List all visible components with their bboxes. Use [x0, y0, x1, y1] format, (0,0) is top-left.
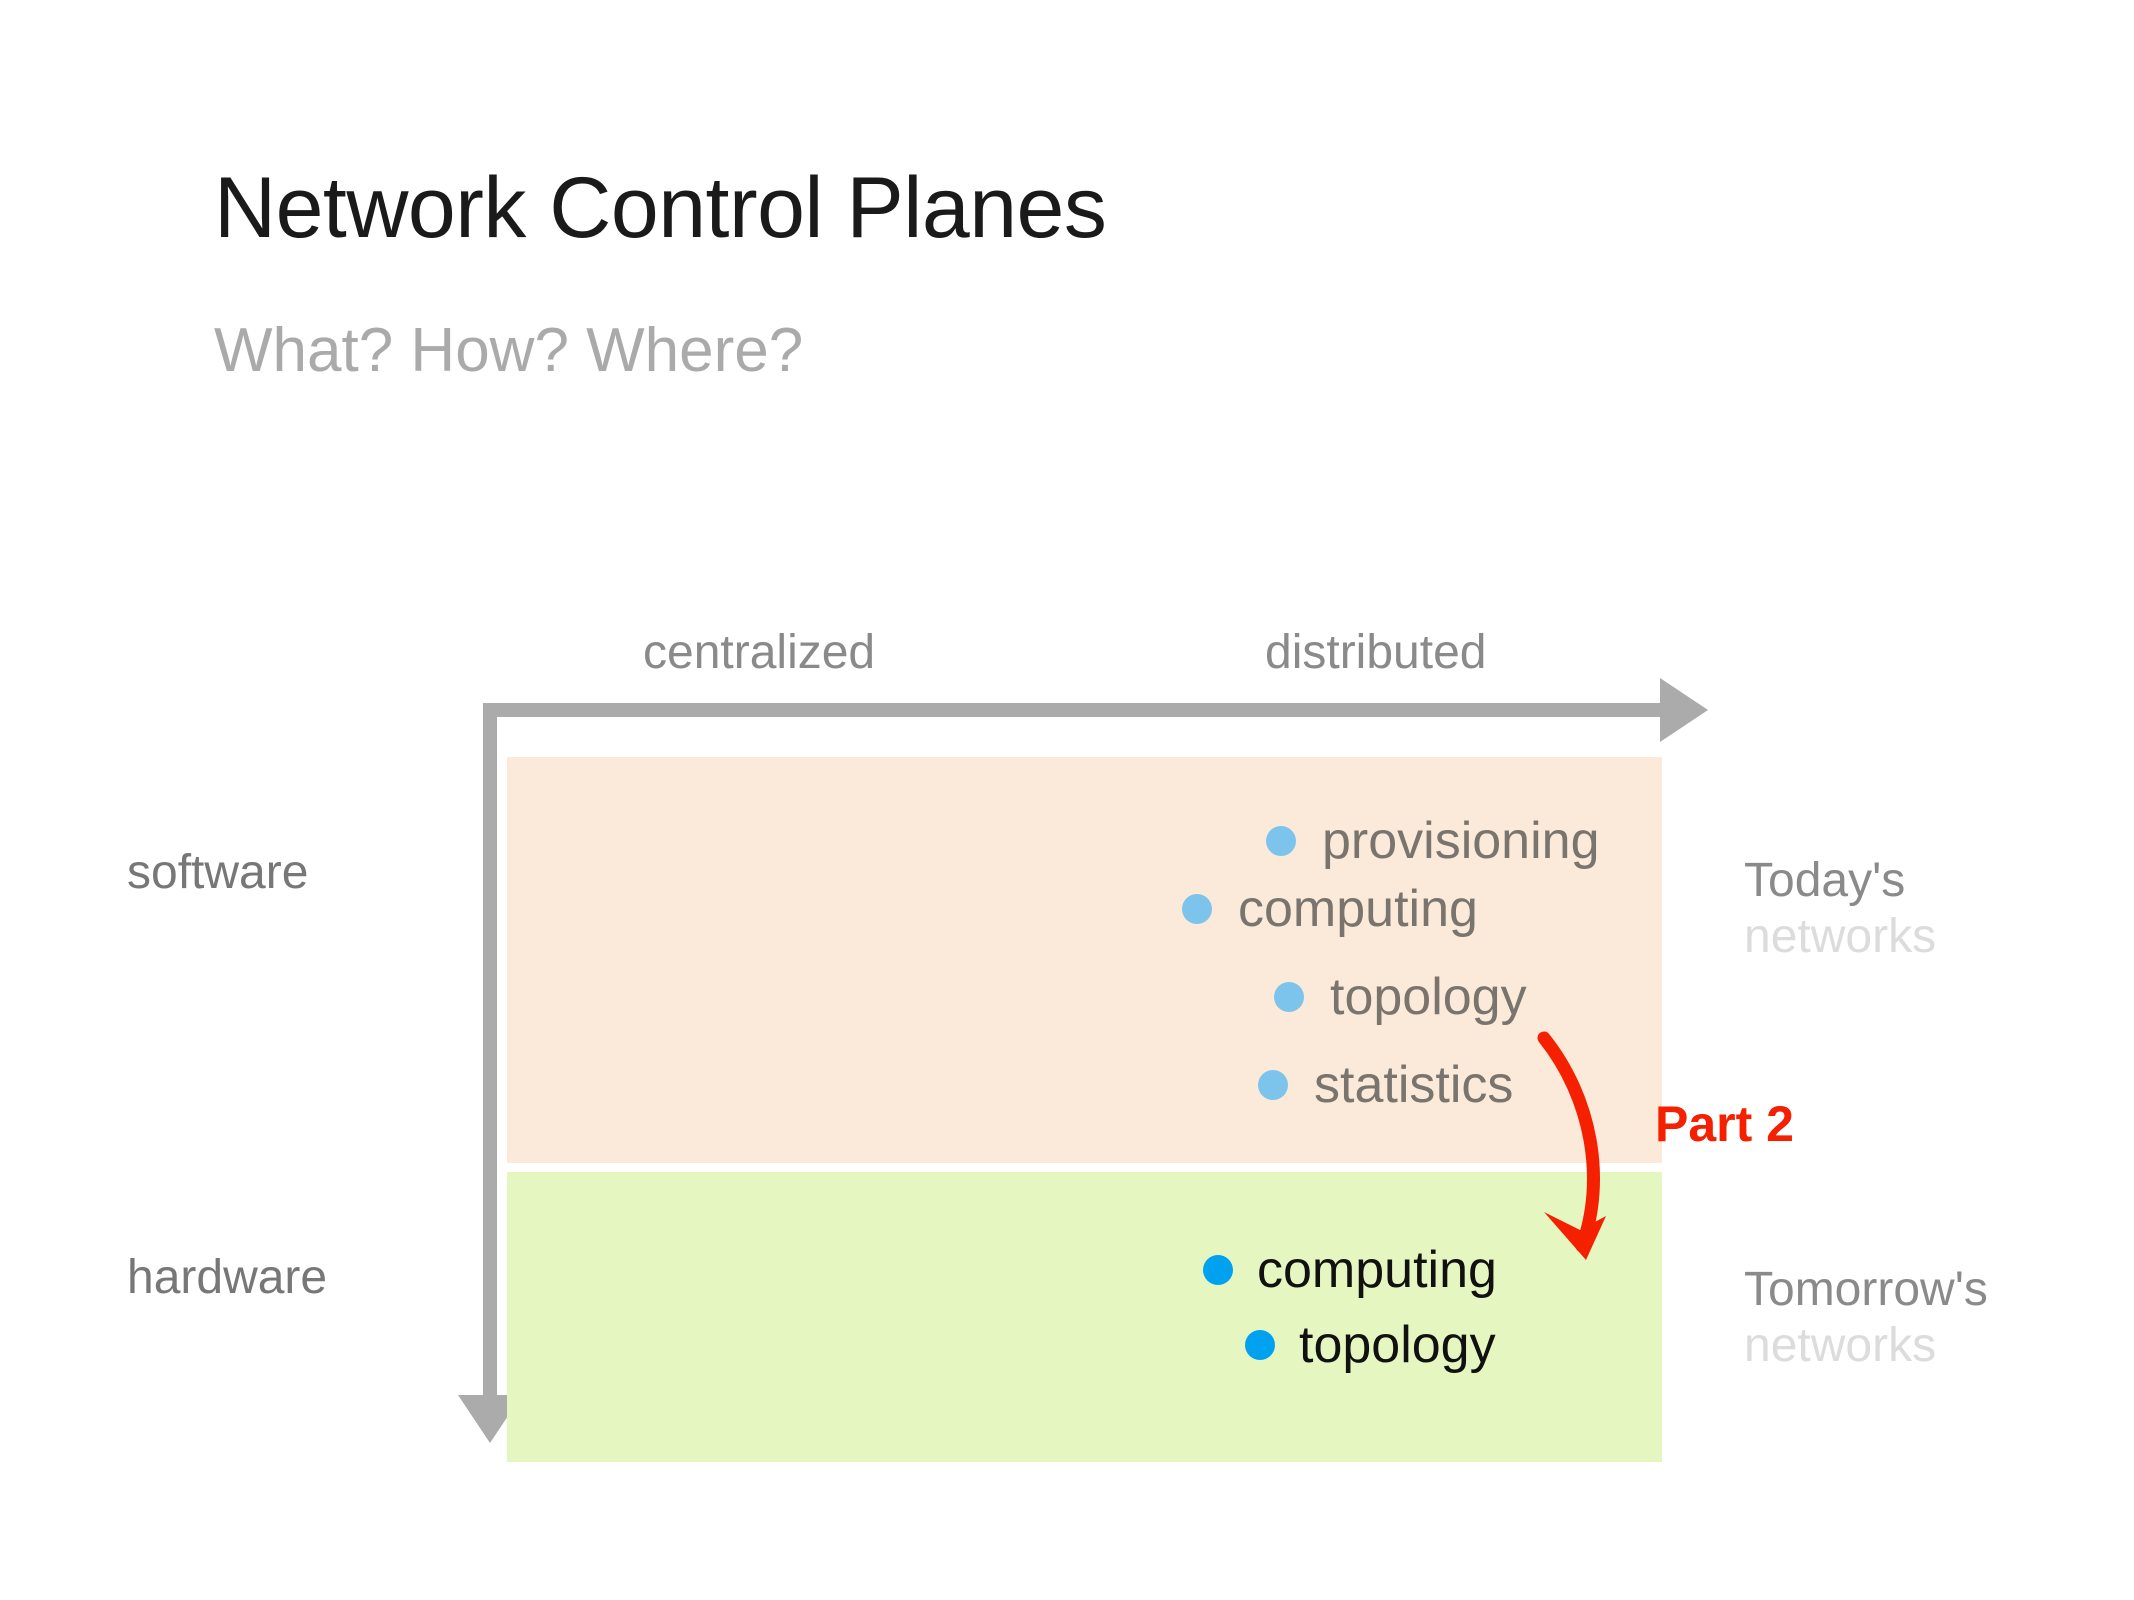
data-point-label: computing: [1238, 880, 1478, 938]
data-point-dot-icon: [1266, 826, 1296, 856]
page-subtitle: What? How? Where?: [214, 316, 804, 385]
data-point-computing-software[interactable]: computing: [1182, 879, 1478, 939]
caption-line-2: networks: [1744, 1318, 1937, 1372]
caption-tomorrows-networks: Tomorrow's networks: [1744, 1262, 1988, 1373]
x-axis-line: [483, 703, 1683, 717]
x-axis-tick-distributed: distributed: [1265, 626, 1487, 679]
data-point-dot-icon: [1245, 1330, 1275, 1360]
region-software-band: [507, 757, 1662, 1163]
page-title: Network Control Planes: [214, 160, 1107, 256]
region-hardware-band: [507, 1172, 1662, 1462]
data-point-dot-icon: [1182, 894, 1212, 924]
data-point-statistics-software[interactable]: statistics: [1258, 1055, 1513, 1115]
data-point-label: topology: [1299, 1316, 1496, 1374]
annotation-part2-label: Part 2: [1655, 1096, 1794, 1152]
data-point-topology-software[interactable]: topology: [1274, 967, 1527, 1027]
caption-line-2: networks: [1744, 909, 1937, 963]
caption-todays-networks: Today's networks: [1744, 853, 1936, 964]
data-point-computing-hardware[interactable]: computing: [1203, 1240, 1497, 1300]
data-point-label: computing: [1257, 1241, 1497, 1299]
x-axis-arrowhead-icon: [1660, 678, 1708, 742]
data-point-provisioning[interactable]: provisioning: [1266, 811, 1600, 871]
caption-line-1: Today's: [1744, 854, 1906, 907]
x-axis-tick-centralized: centralized: [643, 626, 876, 679]
data-point-dot-icon: [1203, 1255, 1233, 1285]
y-axis-line: [483, 703, 497, 1403]
y-axis-tick-software: software: [127, 846, 309, 899]
data-point-label: provisioning: [1322, 812, 1600, 870]
y-axis-tick-hardware: hardware: [127, 1251, 328, 1304]
data-point-label: statistics: [1314, 1056, 1514, 1114]
data-point-label: topology: [1330, 968, 1527, 1026]
data-point-dot-icon: [1274, 982, 1304, 1012]
data-point-dot-icon: [1258, 1070, 1288, 1100]
caption-line-1: Tomorrow's: [1744, 1263, 1988, 1316]
data-point-topology-hardware[interactable]: topology: [1245, 1315, 1496, 1375]
